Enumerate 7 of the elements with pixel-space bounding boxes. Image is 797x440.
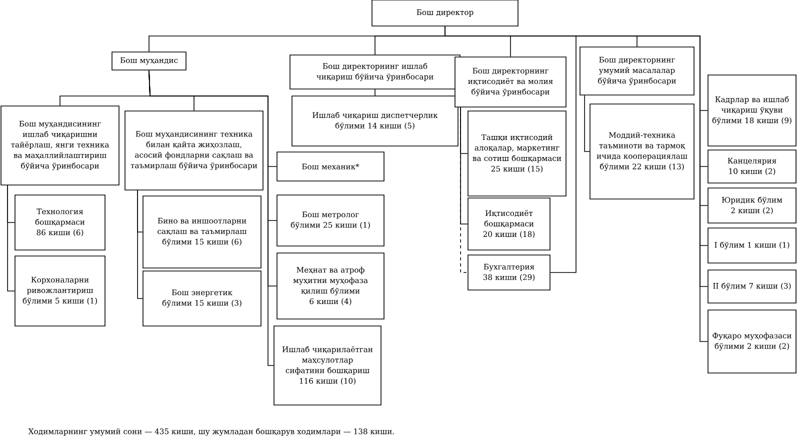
connector-line: [374, 89, 376, 96]
connector-line: [584, 95, 590, 152]
connector-line: [148, 70, 274, 366]
connector-line: [460, 107, 468, 273]
connector-line: [137, 190, 143, 299]
connector-line: [444, 26, 708, 342]
connector-line: [7, 185, 15, 292]
